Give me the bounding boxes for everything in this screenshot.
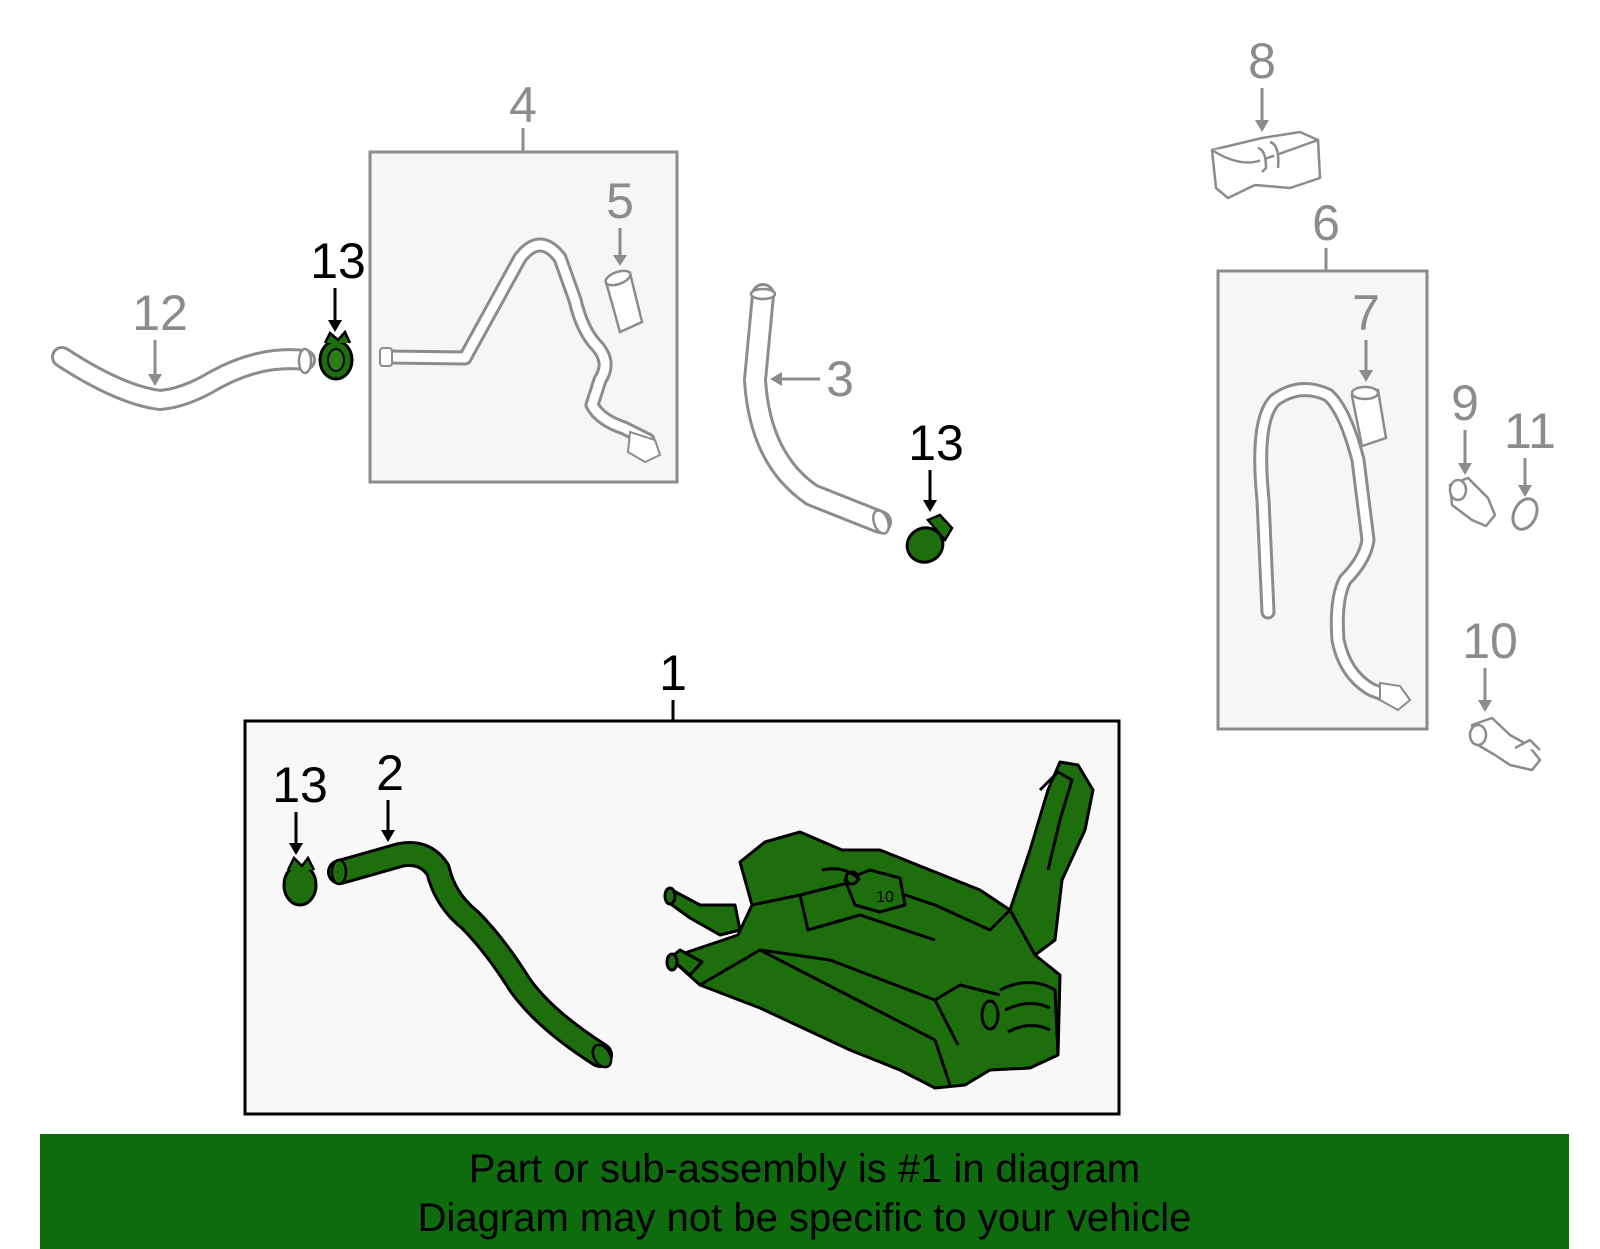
part-4-pipe [380,237,656,448]
part-9-fitting [1448,476,1497,528]
part-12-hose [51,346,316,412]
canister-assembly[interactable]: 10 [663,760,1095,1090]
callout-12: 12 [132,285,188,341]
callout-2: 2 [376,745,404,801]
group-box-6 [1216,269,1429,731]
part-3-hose [743,283,892,534]
banner-line-2: Diagram may not be specific to your vehi… [417,1196,1192,1240]
clamp-13-lower [282,855,318,907]
banner-line-1: Part or sub-assembly is #1 in diagram [468,1147,1141,1191]
callout-10: 10 [1462,613,1518,669]
callout-4: 4 [509,77,537,133]
svg-text:10: 10 [876,889,894,906]
callout-5: 5 [606,173,634,229]
info-banner: Part or sub-assembly is #1 in diagram Di… [40,1134,1569,1249]
callout-13-upper: 13 [310,233,366,289]
part-8-bracket [1210,130,1322,200]
part-5-cap [604,269,644,334]
part-7-cap [1350,385,1388,448]
clamp-13-upper [318,329,354,381]
callout-1: 1 [659,645,687,701]
callout-7: 7 [1352,285,1380,341]
callout-13-middle: 13 [908,415,964,471]
callout-3: 3 [826,351,854,407]
callout-8: 8 [1248,33,1276,89]
part-11-o-ring [1511,497,1539,531]
callout-11: 11 [1504,403,1556,459]
part-6-pipe [1253,382,1408,708]
callout-6: 6 [1312,195,1340,251]
callout-13-lower: 13 [272,757,328,813]
part-10-valve [1468,716,1542,772]
part-2-hose [327,841,613,1068]
callout-9: 9 [1451,375,1479,431]
clamp-13-middle [905,513,954,564]
